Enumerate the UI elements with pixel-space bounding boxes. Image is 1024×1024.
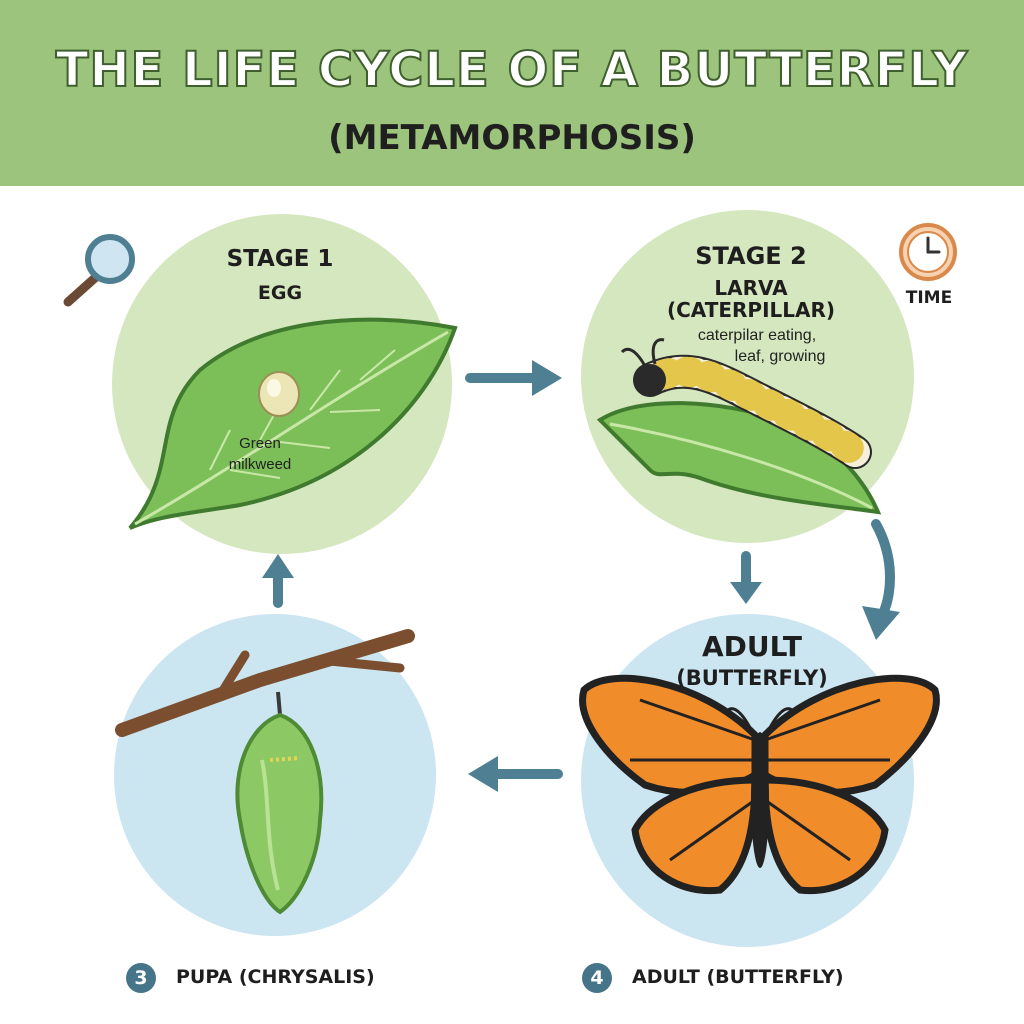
clock-icon xyxy=(899,223,957,281)
stage-4-badge: 4 xyxy=(582,963,612,993)
arrow-larva-to-adult xyxy=(730,551,762,604)
stage-4-caption: ADULT (BUTTERFLY) xyxy=(632,966,844,988)
page-subtitle: (METAMORPHOSIS) xyxy=(328,118,696,158)
time-label: TIME xyxy=(905,288,953,308)
stage-2-note-line2: leaf, growing xyxy=(734,348,826,365)
arrow-larva-to-adult-curved xyxy=(862,519,900,640)
arrow-egg-to-larva xyxy=(465,360,562,396)
adult-label: ADULT xyxy=(702,630,802,663)
adult-sublabel: (BUTTERFLY) xyxy=(676,666,828,690)
page-title: THE LIFE CYCLE OF A BUTTERFLY xyxy=(55,41,969,99)
caterpillar-leaf-illustration xyxy=(596,401,882,515)
stage-2-name-line2: (CATERPILLAR) xyxy=(666,298,836,322)
chrysalis-illustration xyxy=(235,691,324,915)
stage-1-note-line2: milkweed xyxy=(228,456,292,473)
title-banner xyxy=(0,0,1024,186)
monarch-butterfly-illustration xyxy=(579,674,940,895)
caterpillar-illustration xyxy=(620,338,872,469)
stage-2-name-line1: LARVA xyxy=(714,276,788,300)
branch-illustration xyxy=(115,629,415,737)
stage-1-label: STAGE 1 xyxy=(226,246,334,272)
arrows xyxy=(262,360,900,792)
stage-3-badge: 3 xyxy=(126,963,156,993)
egg-illustration xyxy=(258,371,300,417)
arrow-pupa-to-egg xyxy=(262,554,294,608)
arrow-adult-to-pupa xyxy=(468,756,563,792)
stage-3-caption: PUPA (CHRYSALIS) xyxy=(176,966,375,988)
stage-2-label: STAGE 2 xyxy=(695,242,807,270)
milkweed-leaf-illustration xyxy=(128,317,458,530)
stage-1-note-line1: Green xyxy=(239,435,281,452)
stage-2-note-line1: caterpilar eating, xyxy=(697,327,817,344)
magnifier-icon xyxy=(63,234,135,307)
stage-1-name: EGG xyxy=(257,282,303,304)
